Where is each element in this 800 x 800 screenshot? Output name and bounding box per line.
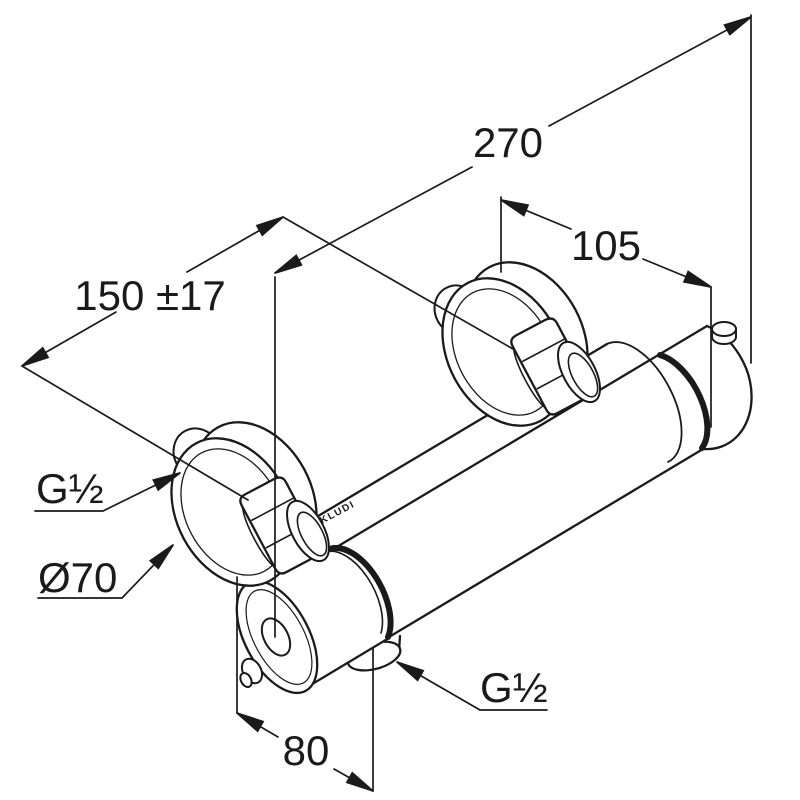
arrowhead: [345, 771, 374, 792]
arrowhead: [396, 661, 425, 682]
body-fill: [243, 326, 752, 690]
temp-handle-ring-edge: [325, 550, 384, 634]
safety-stop-button: [711, 321, 737, 345]
volume-handle-ring: [657, 352, 711, 451]
body-end-edge: [606, 341, 683, 463]
dimension-upper-105: [500, 196, 712, 428]
temperature-handle: [235, 579, 319, 695]
nut-collar-upper-inner: [567, 352, 599, 398]
arrowhead: [723, 16, 752, 36]
shower-mixer-body: [235, 321, 753, 695]
leader-thread-upper: [34, 472, 181, 512]
leader-diameter: [37, 544, 174, 599]
dimension-outlet-80: [236, 576, 374, 792]
arrowhead: [148, 544, 174, 570]
wall-connection-lower: [170, 421, 330, 587]
wall-connection-upper: [433, 261, 601, 427]
handle-bottom-edge: [302, 636, 391, 691]
dim-supply-value: 150 ±17: [74, 272, 226, 319]
body-bottom-edge: [387, 447, 705, 639]
temp-handle-ring: [327, 545, 394, 640]
dim-upper-value: 105: [571, 222, 641, 269]
arrowhead: [236, 712, 265, 733]
dimension-line: [548, 16, 752, 127]
label-diameter: Ø70: [38, 554, 117, 601]
arrowhead: [500, 199, 530, 217]
label-thread-upper: G½: [36, 465, 104, 512]
body-top-edge: [328, 324, 709, 553]
dim-overall-value: 270: [473, 119, 543, 166]
arrowhead: [682, 270, 712, 288]
arrowhead: [21, 346, 50, 367]
leader-line: [396, 661, 548, 711]
dimension-overall-270: [274, 14, 752, 638]
leader-line: [34, 472, 181, 512]
extension-line: [21, 365, 249, 501]
arrowhead: [255, 216, 284, 237]
arrowhead: [274, 254, 303, 274]
dimension-line: [274, 166, 473, 274]
dimensions: [21, 14, 752, 792]
nut-collar-lower-inner: [296, 511, 328, 557]
leader-thread-lower: [396, 661, 548, 711]
arrowhead: [152, 472, 181, 492]
handle-hole: [260, 617, 292, 657]
dim-outlet-value: 80: [283, 727, 330, 774]
label-thread-lower: G½: [480, 664, 548, 711]
dimension-supply-150: [21, 216, 514, 501]
extension-line: [282, 216, 514, 350]
